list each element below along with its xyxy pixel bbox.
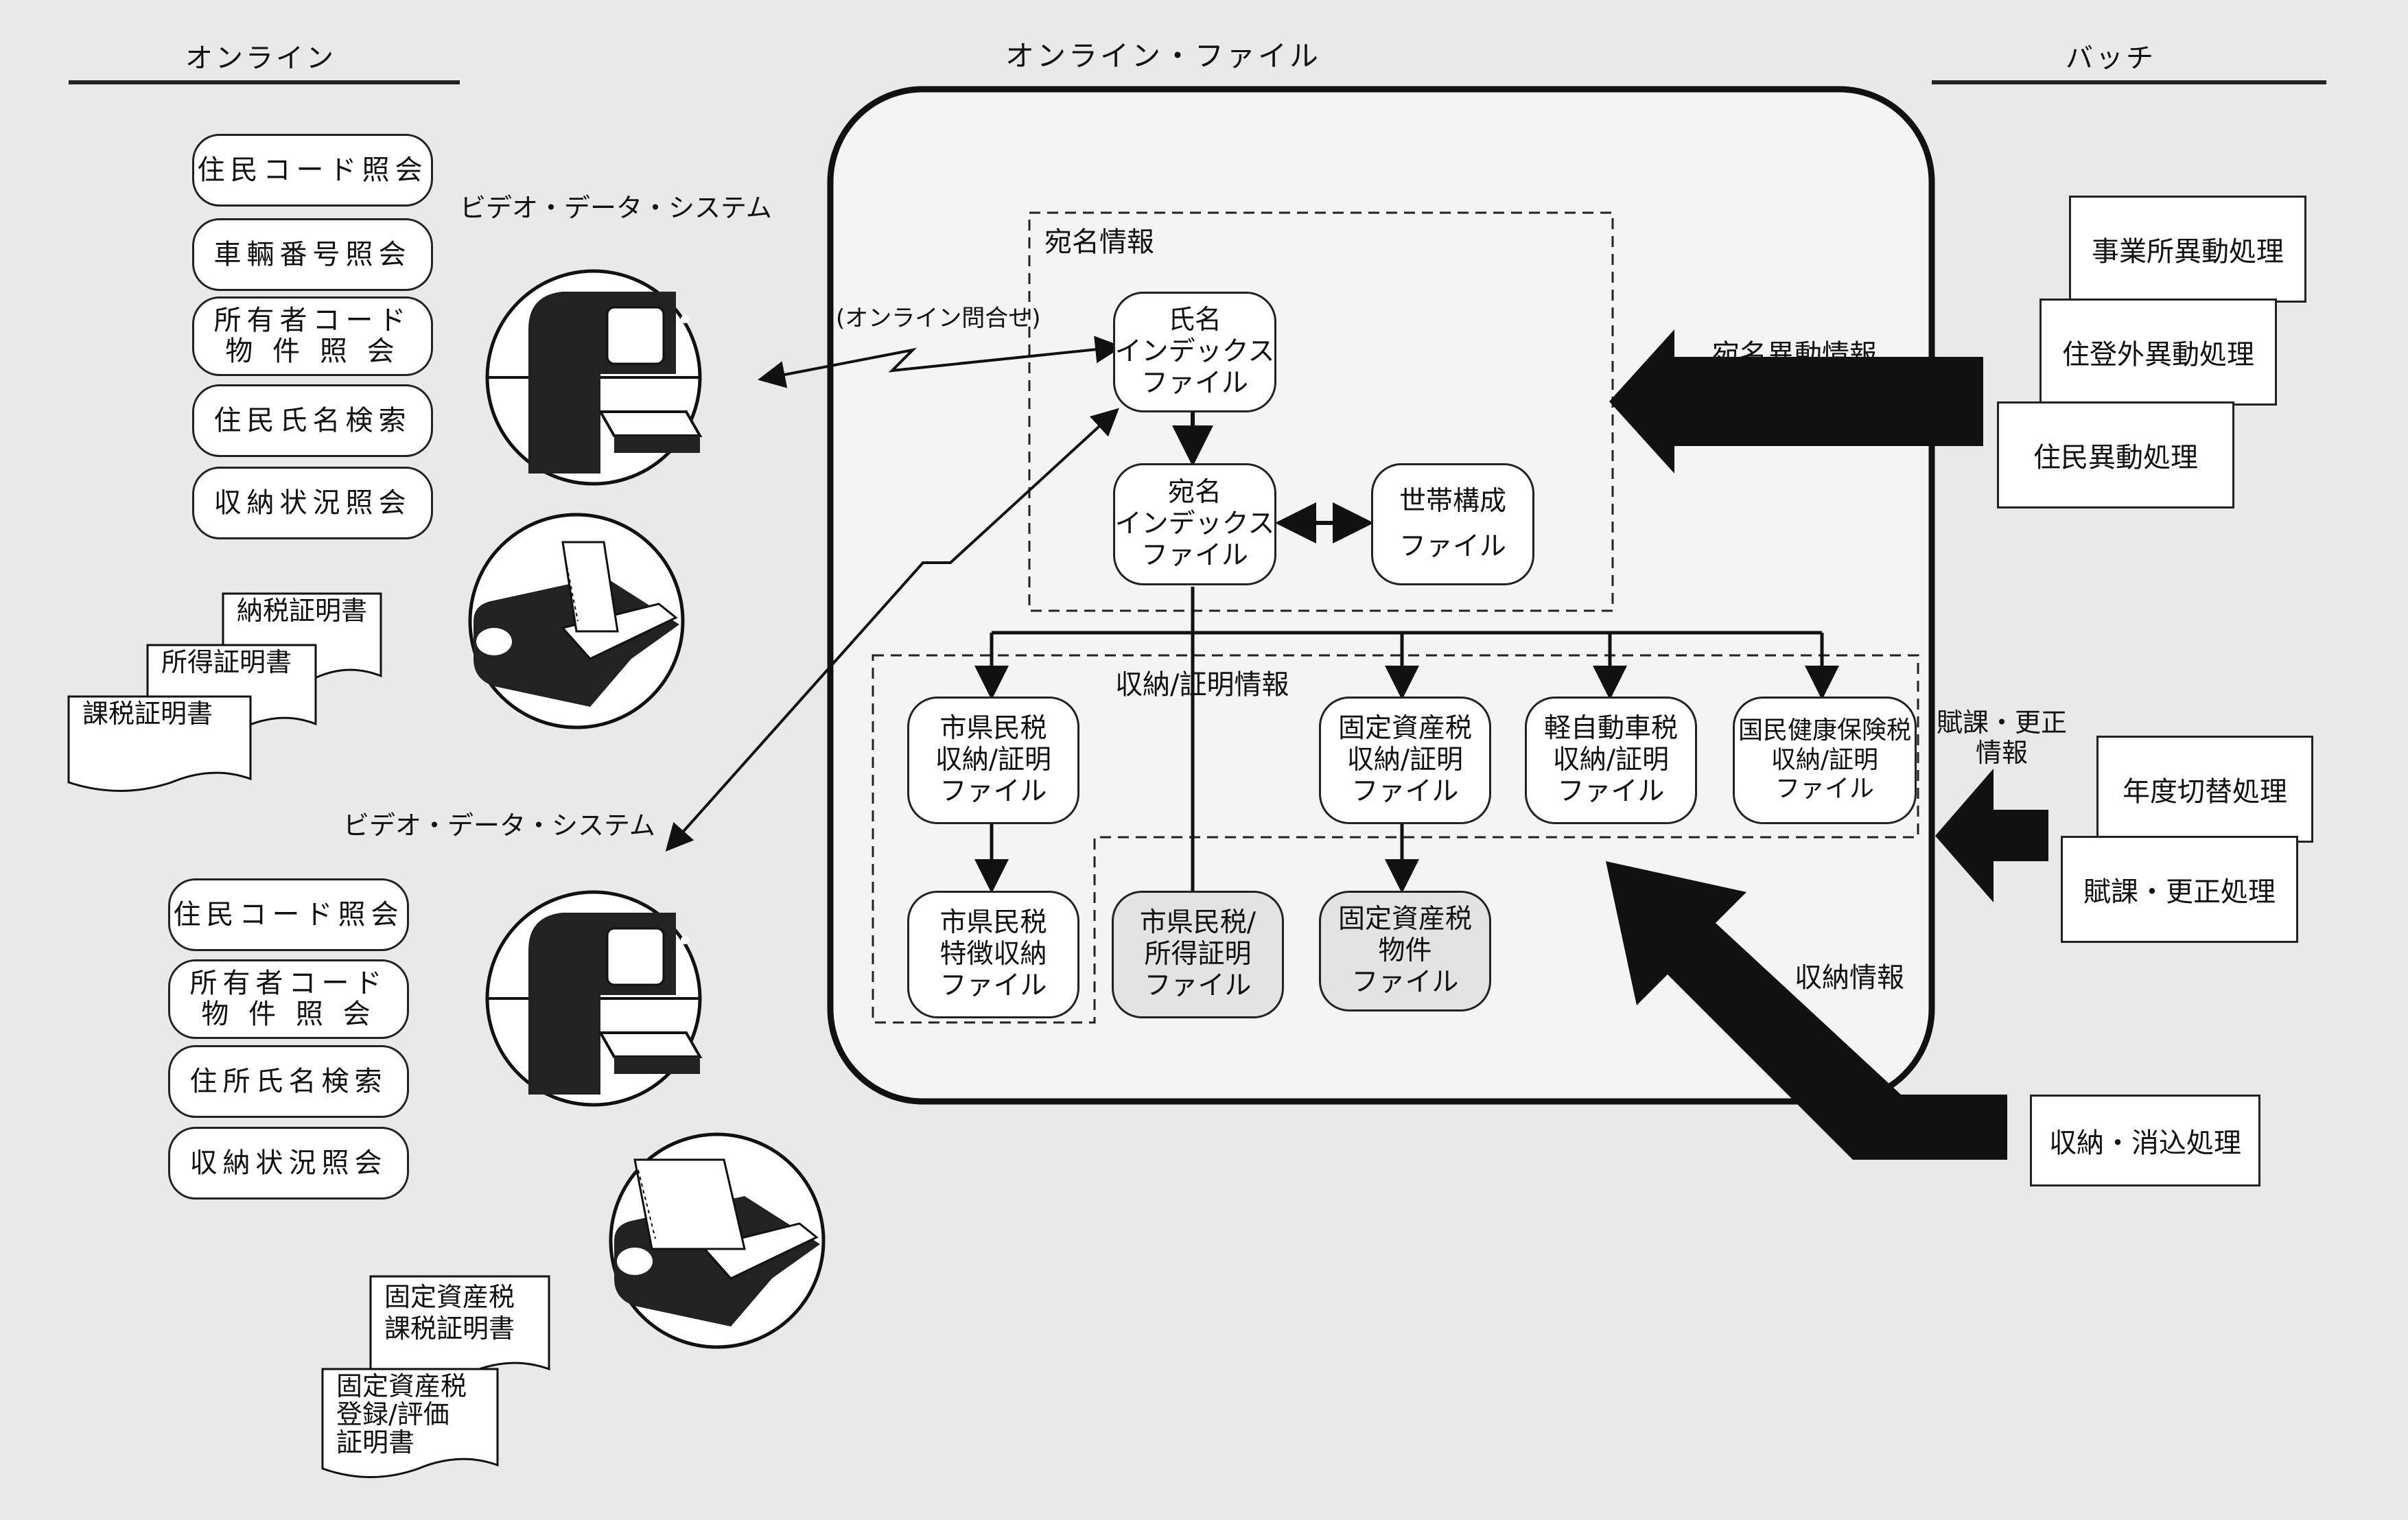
fiscal-year-switch-process[interactable]: 年度切替処理 xyxy=(2096,736,2313,843)
query-address-name[interactable]: 住所氏名検索 xyxy=(168,1045,409,1118)
video-system-label-top: ビデオ・データ・システム xyxy=(460,194,772,224)
levy-arrow xyxy=(1935,769,2048,902)
property-tax-property-file[interactable]: 固定資産税 物件 ファイル xyxy=(1319,891,1491,1012)
address-change-label: 宛名異動情報 xyxy=(1712,339,1877,371)
resident-tax-special-file[interactable]: 市県民税 特徴収納 ファイル xyxy=(907,891,1079,1018)
query-payment-status[interactable]: 収納状況照会 xyxy=(192,467,433,539)
query-resident-code[interactable]: 住民コード照会 xyxy=(192,134,433,207)
household-file[interactable]: 世帯構成 ファイル xyxy=(1371,463,1534,585)
non-resident-change-process[interactable]: 住登外異動処理 xyxy=(2039,299,2277,406)
resident-change-process[interactable]: 住民異動処理 xyxy=(1997,401,2234,508)
query-owner-property-2[interactable]: 所有者コード 物 件 照 会 xyxy=(168,959,409,1039)
business-change-process[interactable]: 事業所異動処理 xyxy=(2069,196,2306,303)
property-registration-cert-label: 固定資産税 登録/評価 証明書 xyxy=(323,1372,467,1457)
video-terminal-bottom xyxy=(487,892,700,1105)
income-cert-label: 所得証明書 xyxy=(148,647,292,679)
levy-correction-label: 賦課・更正 情報 xyxy=(1937,708,2067,768)
query-payment-status-2[interactable]: 収納状況照会 xyxy=(168,1127,409,1200)
taxation-cert-label: 課税証明書 xyxy=(69,699,213,730)
vehicle-tax-receipt-file[interactable]: 軽自動車税 収納/証明 ファイル xyxy=(1525,697,1697,824)
resident-income-cert-file[interactable]: 市県民税/ 所得証明 ファイル xyxy=(1112,891,1284,1018)
tax-payment-cert-label: 納税証明書 xyxy=(223,596,367,627)
property-tax-receipt-file[interactable]: 固定資産税 収納/証明 ファイル xyxy=(1319,697,1491,824)
online-file-header: オンライン・ファイル xyxy=(1005,40,1321,73)
receipt-info-label: 収納情報 xyxy=(1795,962,1904,994)
online-inquiry-label: (オンライン問合せ) xyxy=(836,305,1041,332)
query-vehicle-number[interactable]: 車輛番号照会 xyxy=(192,218,433,291)
printer-bottom xyxy=(611,1134,823,1347)
video-system-label-bottom: ビデオ・データ・システム xyxy=(343,811,655,841)
address-index-file[interactable]: 宛名 インデックス ファイル xyxy=(1113,463,1276,585)
health-tax-receipt-file[interactable]: 国民健康保険税 収納/証明 ファイル xyxy=(1733,697,1917,824)
receipt-reconcile-process[interactable]: 収納・消込処理 xyxy=(2030,1095,2260,1186)
receipt-info-title: 収納/証明情報 xyxy=(1115,669,1289,701)
query-owner-property[interactable]: 所有者コード 物 件 照 会 xyxy=(192,296,433,376)
name-index-file[interactable]: 氏名 インデックス ファイル xyxy=(1113,292,1276,412)
printer-top xyxy=(470,515,683,727)
online-header: オンライン xyxy=(185,43,336,74)
levy-correction-process[interactable]: 賦課・更正処理 xyxy=(2061,836,2298,943)
property-tax-cert-label: 固定資産税 課税証明書 xyxy=(371,1282,515,1344)
address-info-title: 宛名情報 xyxy=(1044,226,1154,258)
batch-header: バッチ xyxy=(2066,43,2156,74)
video-terminal-top xyxy=(487,271,700,484)
resident-tax-receipt-file[interactable]: 市県民税 収納/証明 ファイル xyxy=(907,697,1079,824)
query-resident-code-2[interactable]: 住民コード照会 xyxy=(168,878,409,951)
query-resident-name[interactable]: 住民氏名検索 xyxy=(192,384,433,457)
